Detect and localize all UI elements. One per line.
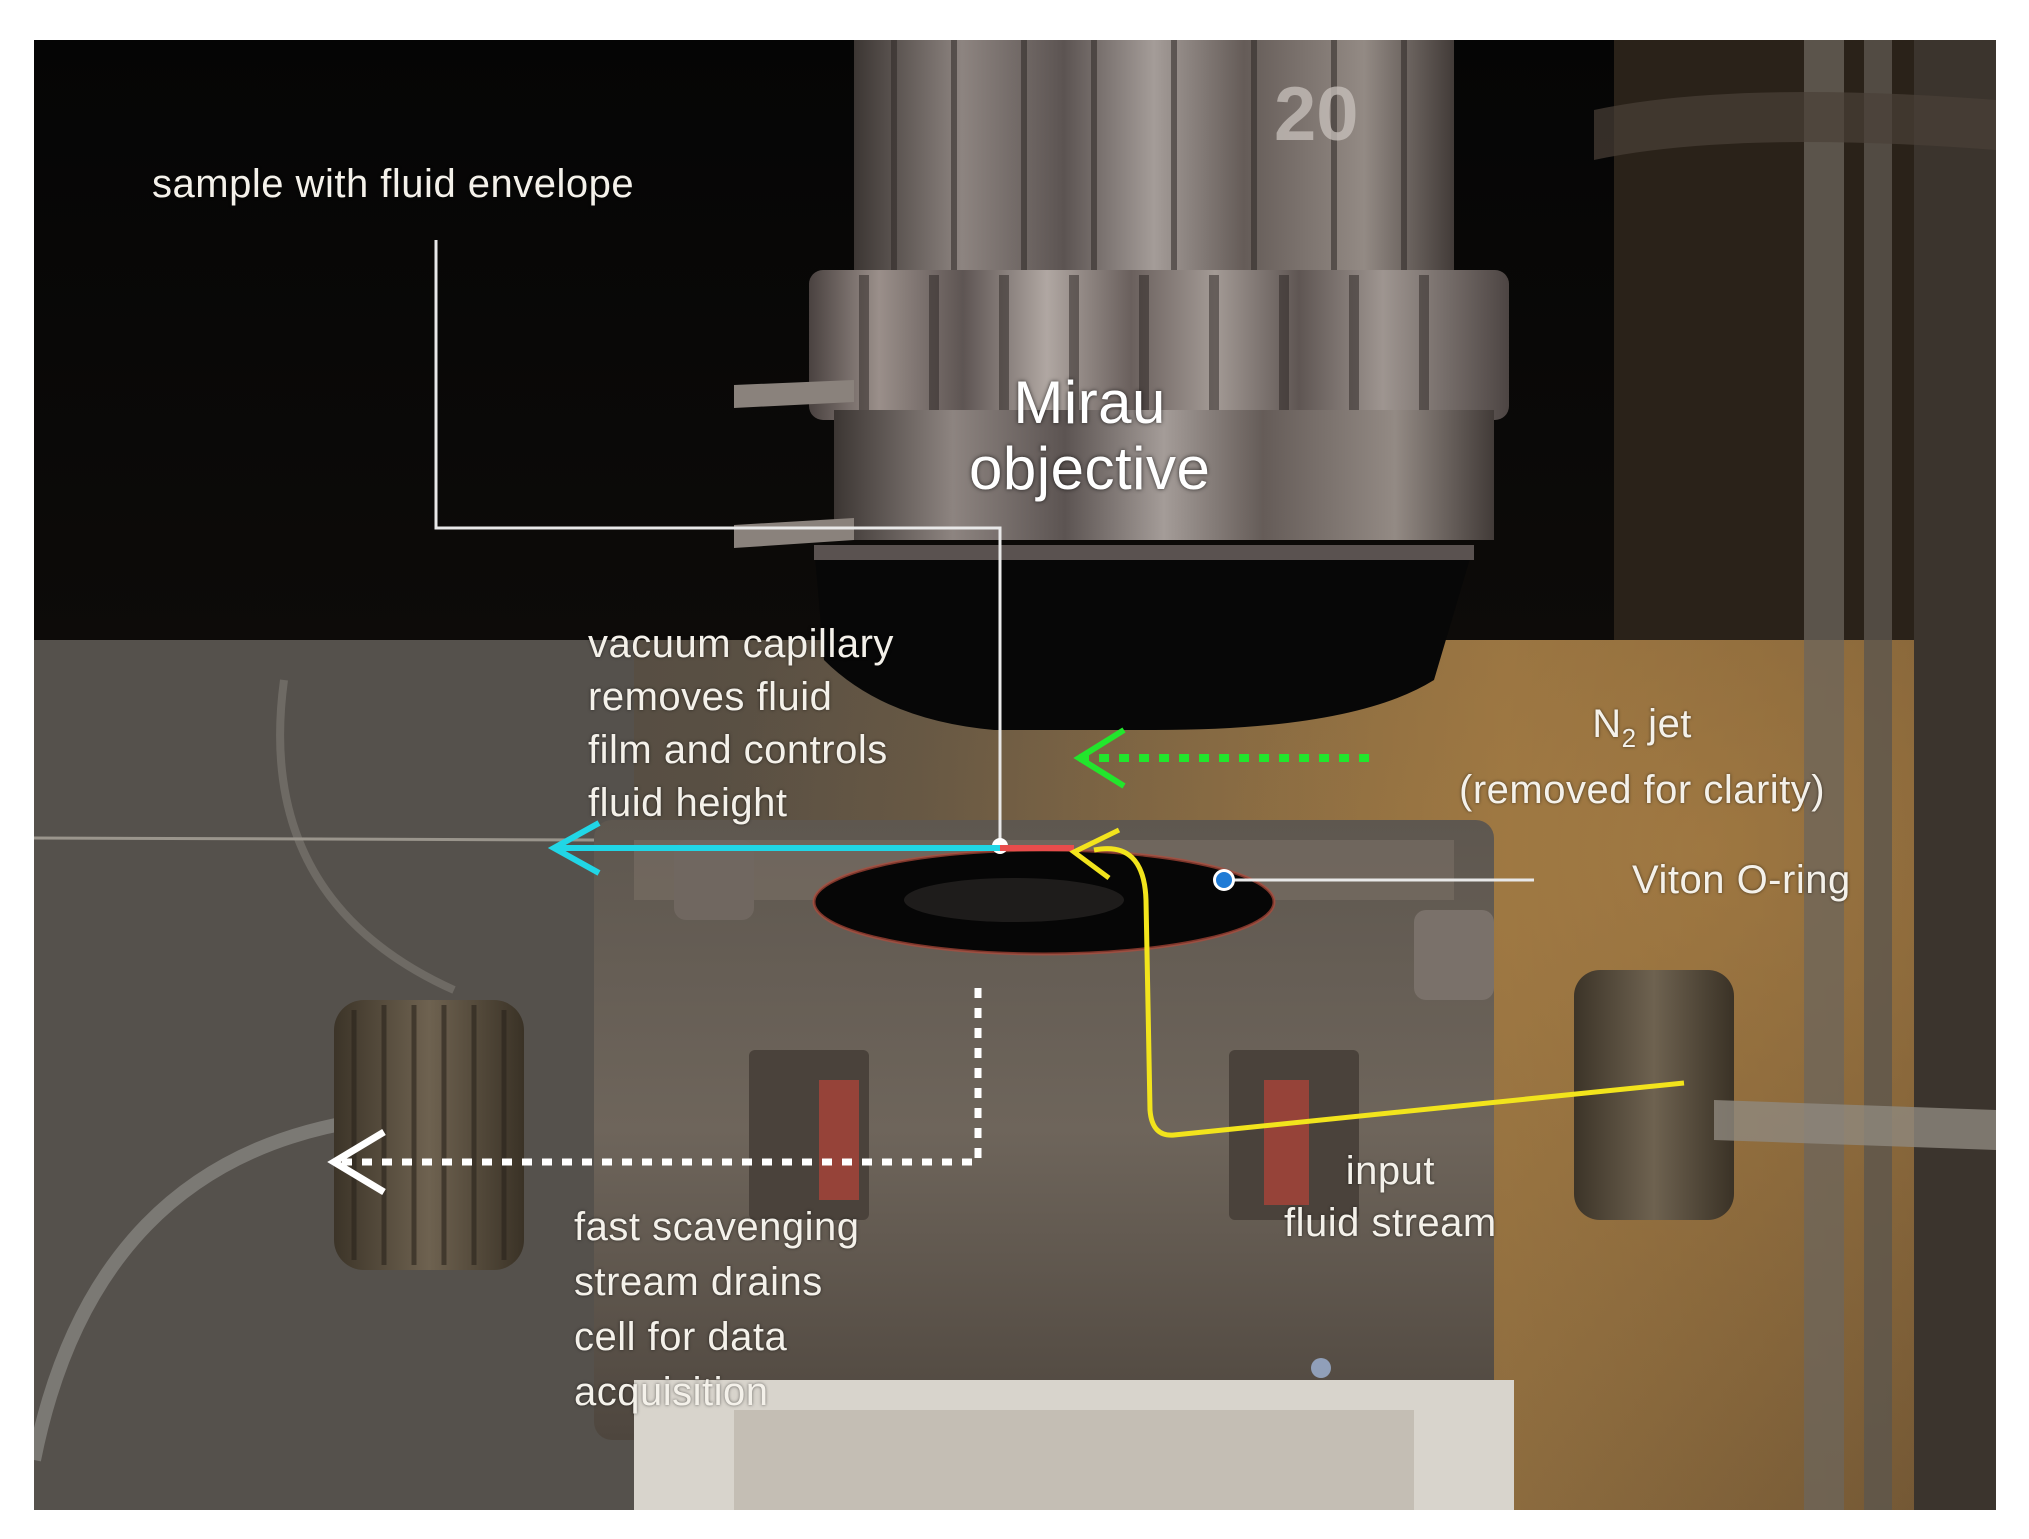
photo-frame: 20 sample with fluid envelope Mirau obje… (34, 40, 1996, 1510)
n2-arrow-head (1073, 727, 1126, 789)
vacuum-label: vacuum capillary removes fluid film and … (588, 622, 894, 825)
vacuum-arrow-head (547, 820, 601, 876)
n2-jet-label: N2 jet (removed for clarity) (1459, 702, 1826, 812)
oring-dot (1216, 872, 1232, 888)
objective-label: Mirau objective (969, 369, 1211, 502)
microscope-photo: 20 (34, 40, 1996, 1510)
input-stream-head (1069, 827, 1121, 881)
scavenge-label: fast scavenging stream drains cell for d… (574, 1205, 860, 1414)
annotation-overlay (327, 240, 1685, 1196)
lens-marking: 20 (1274, 72, 1359, 157)
scavenge-arrow-head (327, 1128, 386, 1196)
sample-label: sample with fluid envelope (152, 162, 635, 206)
sample-leader-line (434, 240, 1002, 844)
input-stream-path (1093, 846, 1685, 1138)
oring-label: Viton O-ring (1632, 858, 1851, 902)
input-label: input fluid stream (1284, 1149, 1497, 1245)
scavenge-arrow-path (334, 988, 982, 1166)
